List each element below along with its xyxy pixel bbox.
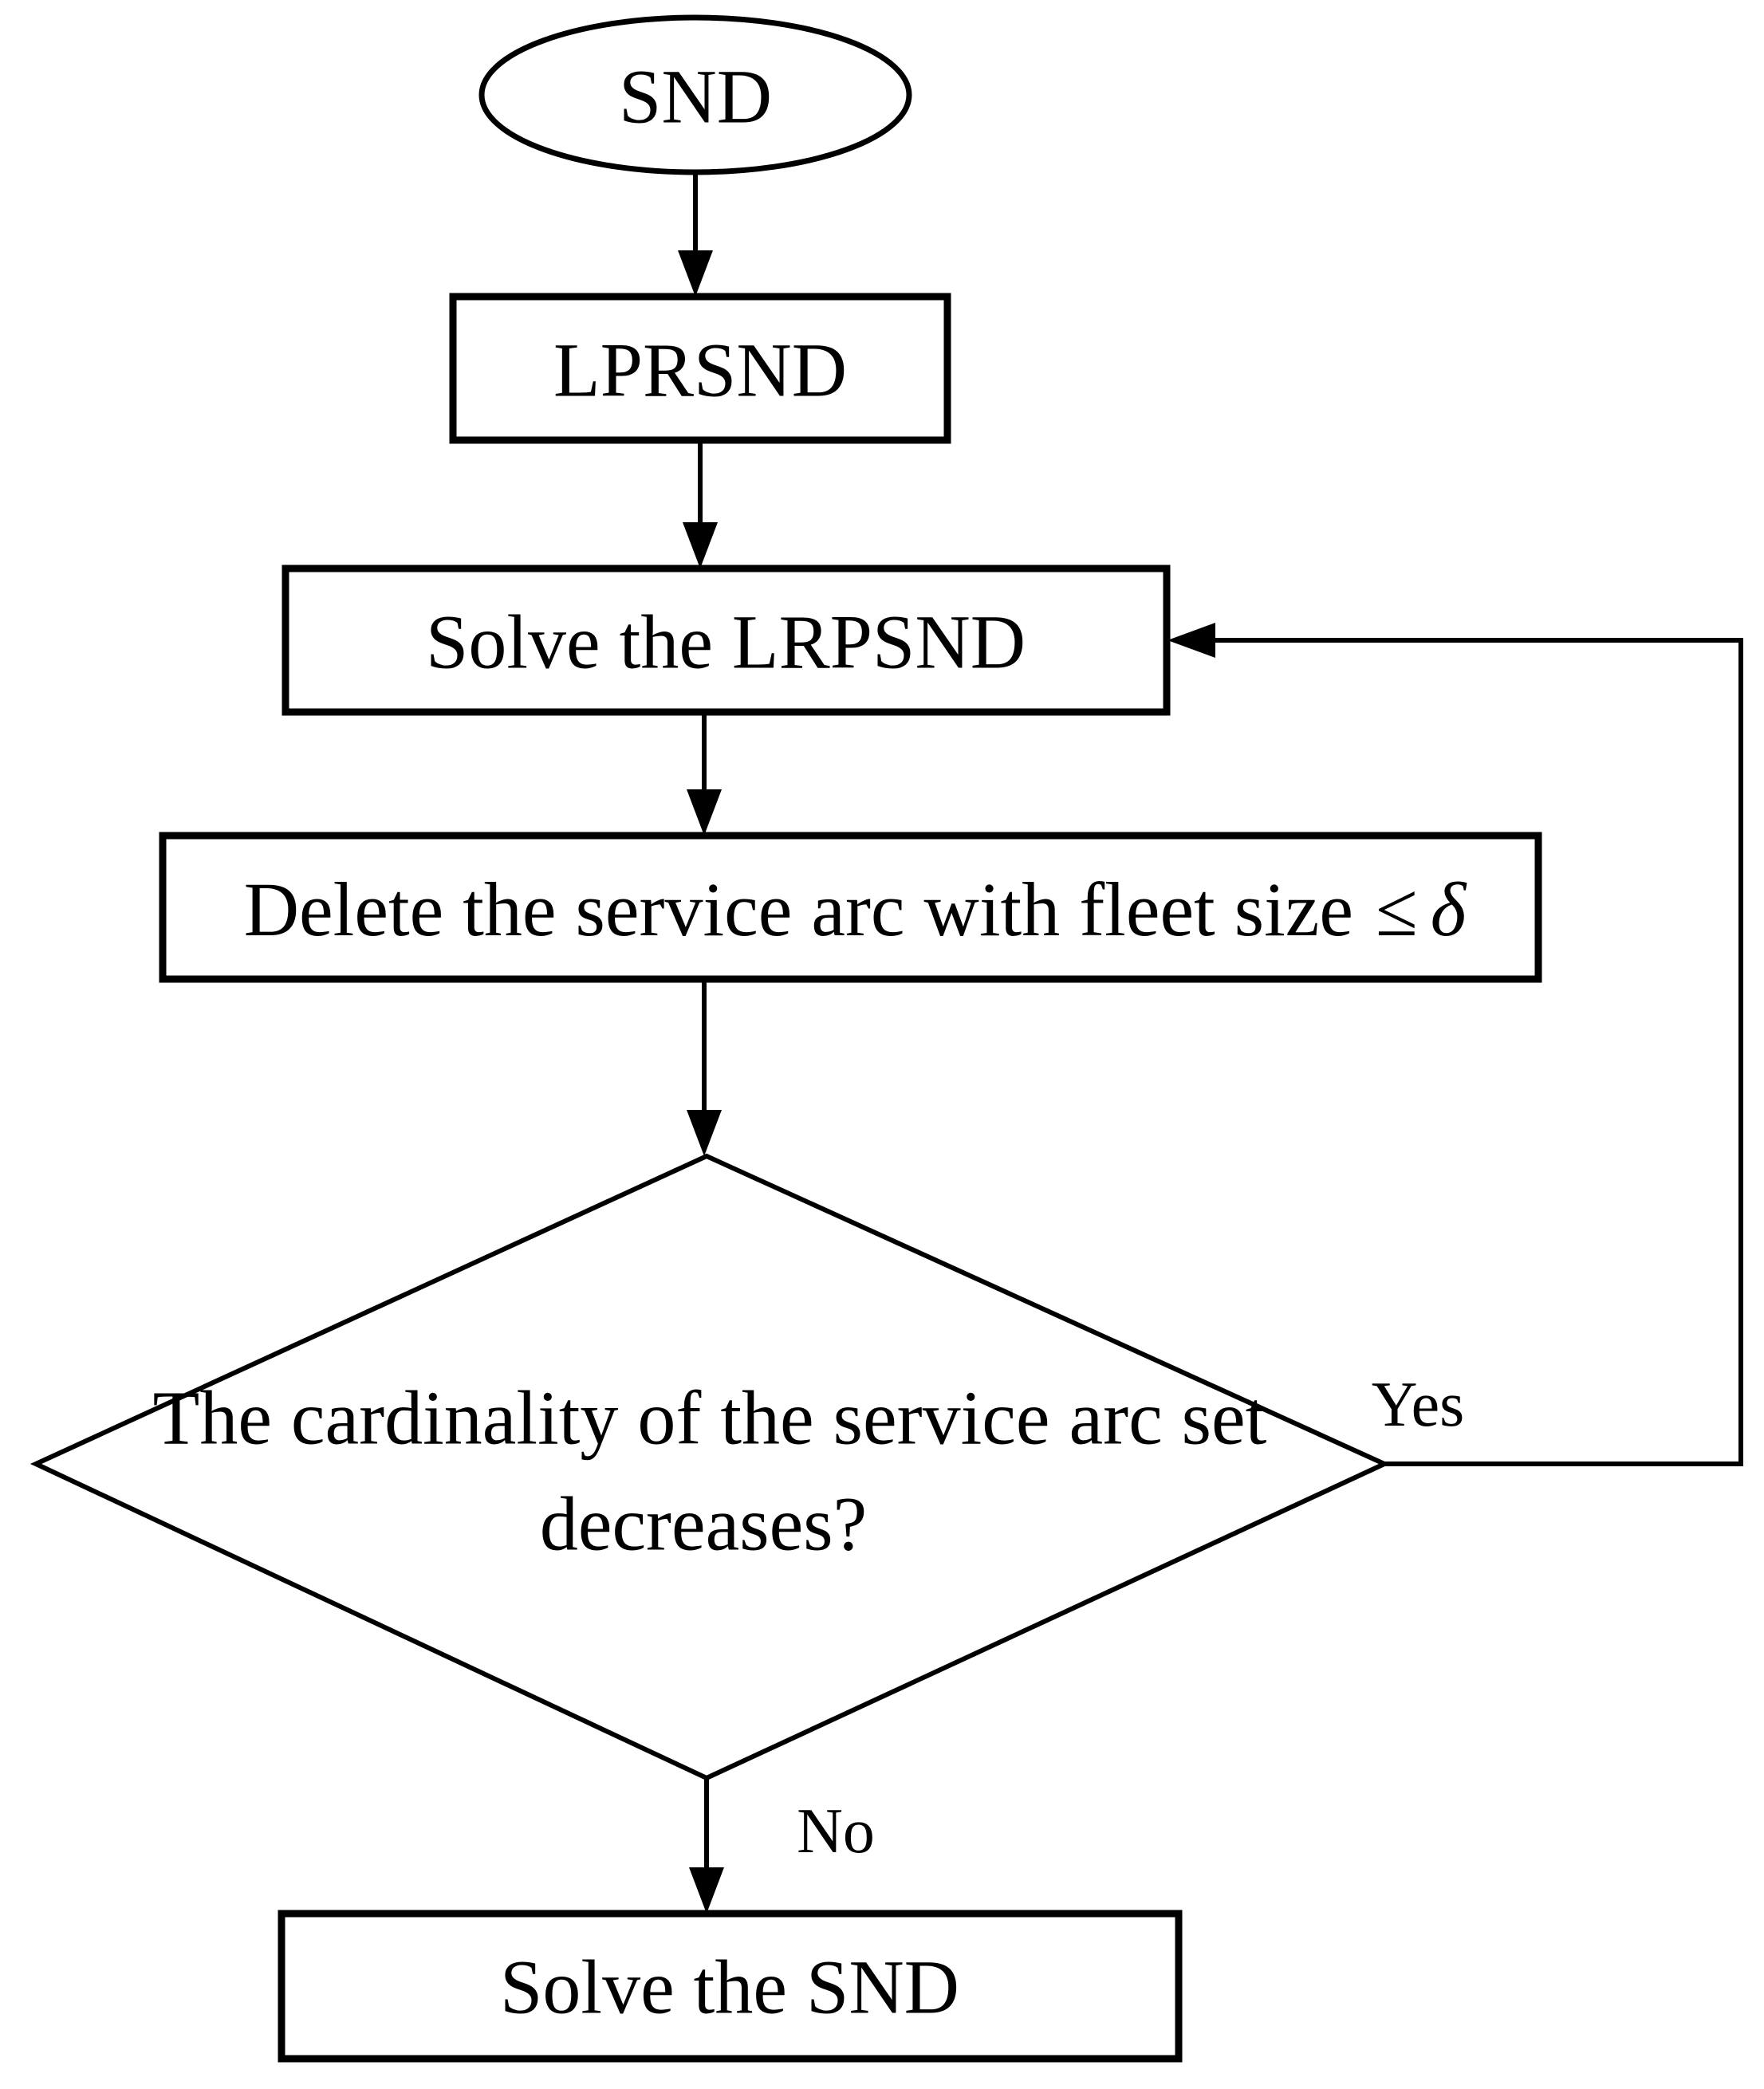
solve-lrpsnd-process-box bbox=[282, 565, 1171, 716]
arrowhead-delete-to-decision-icon bbox=[687, 1110, 722, 1156]
arrowhead-no-to-solve-snd-icon bbox=[689, 1867, 724, 1914]
arrowhead-lprsnd-to-solve-lrpsnd-icon bbox=[683, 522, 718, 568]
delete-arc-label: Delete the service arc with fleet size ≤δ bbox=[244, 867, 1467, 952]
lprsnd-label: LPRSND bbox=[553, 328, 847, 413]
arrowhead-start-to-lprsnd-icon bbox=[678, 250, 713, 297]
decision-label-line2: decreases? bbox=[540, 1481, 867, 1567]
start-terminator-ellipse bbox=[478, 14, 912, 175]
delete-arc-process-box bbox=[159, 832, 1542, 983]
solve-snd-process-box bbox=[278, 1910, 1183, 2063]
solve-lrpsnd-label: Solve the LRPSND bbox=[426, 600, 1026, 685]
lte-operator: ≤ bbox=[1376, 867, 1418, 952]
arrowhead-solve-lrpsnd-to-delete-icon bbox=[687, 789, 722, 836]
yes-edge-label: Yes bbox=[1372, 1370, 1464, 1440]
lprsnd-process-box bbox=[449, 293, 951, 444]
no-edge-label: No bbox=[797, 1796, 875, 1867]
delete-arc-label-text: Delete the service arc with fleet size bbox=[244, 867, 1353, 952]
decision-diamond bbox=[30, 1153, 1391, 1781]
solve-snd-label: Solve the SND bbox=[500, 1945, 959, 2030]
decision-label-line1: The cardinality of the service arc set bbox=[153, 1375, 1267, 1461]
edge-decision-yes-loop bbox=[1214, 638, 1743, 1466]
start-label: SND bbox=[619, 54, 772, 140]
arrowhead-yes-into-solve-lrpsnd-icon bbox=[1167, 623, 1215, 658]
delta-symbol: δ bbox=[1431, 867, 1467, 952]
